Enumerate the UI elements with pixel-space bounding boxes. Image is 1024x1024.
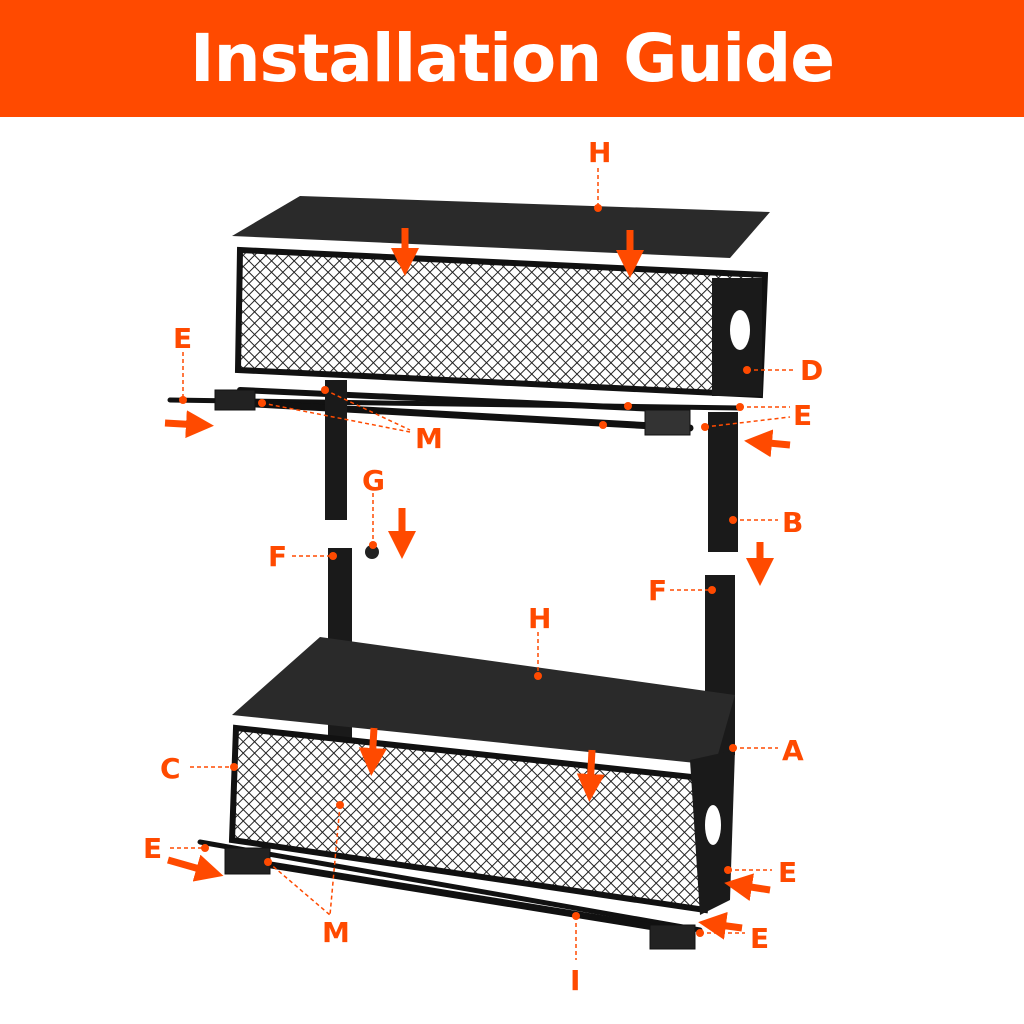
label-g: G <box>362 464 385 497</box>
top-liner-mat <box>232 196 770 258</box>
label-h-top: H <box>588 136 611 169</box>
top-rod-frame <box>167 380 743 552</box>
label-e-top-right: E <box>793 399 812 432</box>
assembly-diagram: H E D M E G B F F H A C E E M I E <box>143 136 823 997</box>
leader-lines <box>170 168 795 960</box>
label-e-top-left: E <box>173 322 192 355</box>
label-f-left: F <box>268 540 287 573</box>
bottom-liner-mat <box>232 637 735 765</box>
header-banner: Installation Guide <box>0 0 1024 117</box>
label-i: I <box>570 964 580 997</box>
screw-g <box>365 545 379 559</box>
label-e-bottom-right-2: E <box>750 922 769 955</box>
callout-dots <box>179 204 751 937</box>
top-basket <box>234 246 769 399</box>
arrow-icons <box>164 228 791 940</box>
bottom-rod-frame <box>197 839 703 950</box>
label-e-bottom-right-1: E <box>778 856 797 889</box>
page-title: Installation Guide <box>190 20 835 97</box>
label-e-bottom-left: E <box>143 832 162 865</box>
label-c: C <box>160 752 181 785</box>
label-m-bottom: M <box>322 916 350 949</box>
label-d: D <box>800 354 823 387</box>
label-m-top: M <box>415 422 443 455</box>
label-a: A <box>782 734 804 767</box>
label-f-right: F <box>648 574 667 607</box>
label-b: B <box>782 506 803 539</box>
label-h-bottom: H <box>528 602 551 635</box>
